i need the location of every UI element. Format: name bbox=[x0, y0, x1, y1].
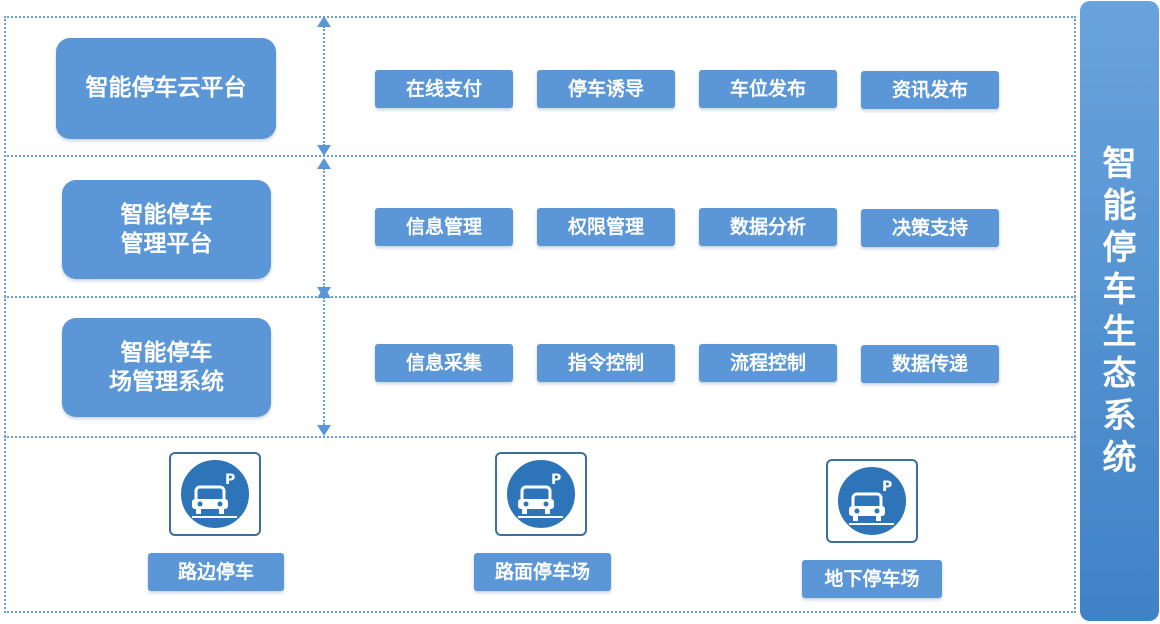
ecosystem-char: 能 bbox=[1102, 186, 1137, 226]
ecosystem-char: 智 bbox=[1102, 144, 1137, 184]
connector-line bbox=[323, 168, 325, 288]
parking-car-icon: P bbox=[836, 465, 908, 537]
site-icon-frame: P bbox=[169, 452, 261, 536]
diagram-frame bbox=[4, 16, 1076, 613]
site-icon-frame: P bbox=[826, 459, 918, 543]
connector-line bbox=[323, 297, 325, 425]
ecosystem-char: 态 bbox=[1102, 354, 1137, 394]
row-divider bbox=[4, 155, 1076, 157]
feature-online-payment: 在线支付 bbox=[375, 70, 513, 108]
layer-box-management-platform: 智能停车 管理平台 bbox=[62, 180, 271, 279]
feature-process-control: 流程控制 bbox=[699, 344, 837, 382]
parking-car-icon: P bbox=[505, 458, 577, 530]
arrow-up-icon bbox=[317, 158, 331, 169]
ecosystem-char: 统 bbox=[1102, 438, 1137, 478]
connector-line bbox=[323, 26, 325, 146]
site-label-roadside: 路边停车 bbox=[148, 553, 284, 591]
layer-title: 智能停车云平台 bbox=[85, 75, 247, 101]
feature-parking-guidance: 停车诱导 bbox=[537, 70, 675, 108]
layer-box-cloud-platform: 智能停车云平台 bbox=[56, 38, 276, 139]
feature-command-control: 指令控制 bbox=[537, 344, 675, 382]
ecosystem-bar: 智 能 停 车 生 态 系 统 bbox=[1080, 1, 1159, 621]
parking-car-icon: P bbox=[179, 458, 251, 530]
feature-info-collection: 信息采集 bbox=[375, 344, 513, 382]
svg-text:P: P bbox=[225, 472, 235, 488]
feature-data-transfer: 数据传递 bbox=[861, 345, 999, 383]
layer-title-line: 管理平台 bbox=[120, 230, 213, 257]
layer-title-line: 智能停车 bbox=[120, 339, 213, 366]
svg-text:P: P bbox=[882, 479, 892, 495]
row-divider bbox=[4, 436, 1076, 438]
feature-space-publish: 车位发布 bbox=[699, 70, 837, 108]
feature-decision-support: 决策支持 bbox=[861, 209, 999, 247]
layer-title-line: 场管理系统 bbox=[109, 368, 224, 395]
site-icon-frame: P bbox=[495, 452, 587, 536]
layer-box-lot-management-system: 智能停车 场管理系统 bbox=[62, 318, 271, 417]
site-label-underground-lot: 地下停车场 bbox=[802, 560, 942, 598]
feature-data-analysis: 数据分析 bbox=[699, 208, 837, 246]
svg-text:P: P bbox=[551, 472, 561, 488]
layer-title-line: 智能停车 bbox=[120, 201, 213, 228]
arrow-up-icon bbox=[317, 287, 331, 298]
ecosystem-char: 车 bbox=[1102, 270, 1137, 310]
arrow-down-icon bbox=[317, 145, 331, 156]
arrow-down-icon bbox=[317, 425, 331, 436]
site-label-surface-lot: 路面停车场 bbox=[474, 553, 611, 591]
feature-info-management: 信息管理 bbox=[375, 208, 513, 246]
feature-permission-management: 权限管理 bbox=[537, 208, 675, 246]
row-divider bbox=[4, 296, 1076, 298]
ecosystem-char: 停 bbox=[1102, 228, 1137, 268]
ecosystem-char: 系 bbox=[1102, 396, 1137, 436]
arrow-up-icon bbox=[317, 16, 331, 27]
feature-news-publish: 资讯发布 bbox=[861, 71, 999, 109]
ecosystem-char: 生 bbox=[1102, 312, 1137, 352]
